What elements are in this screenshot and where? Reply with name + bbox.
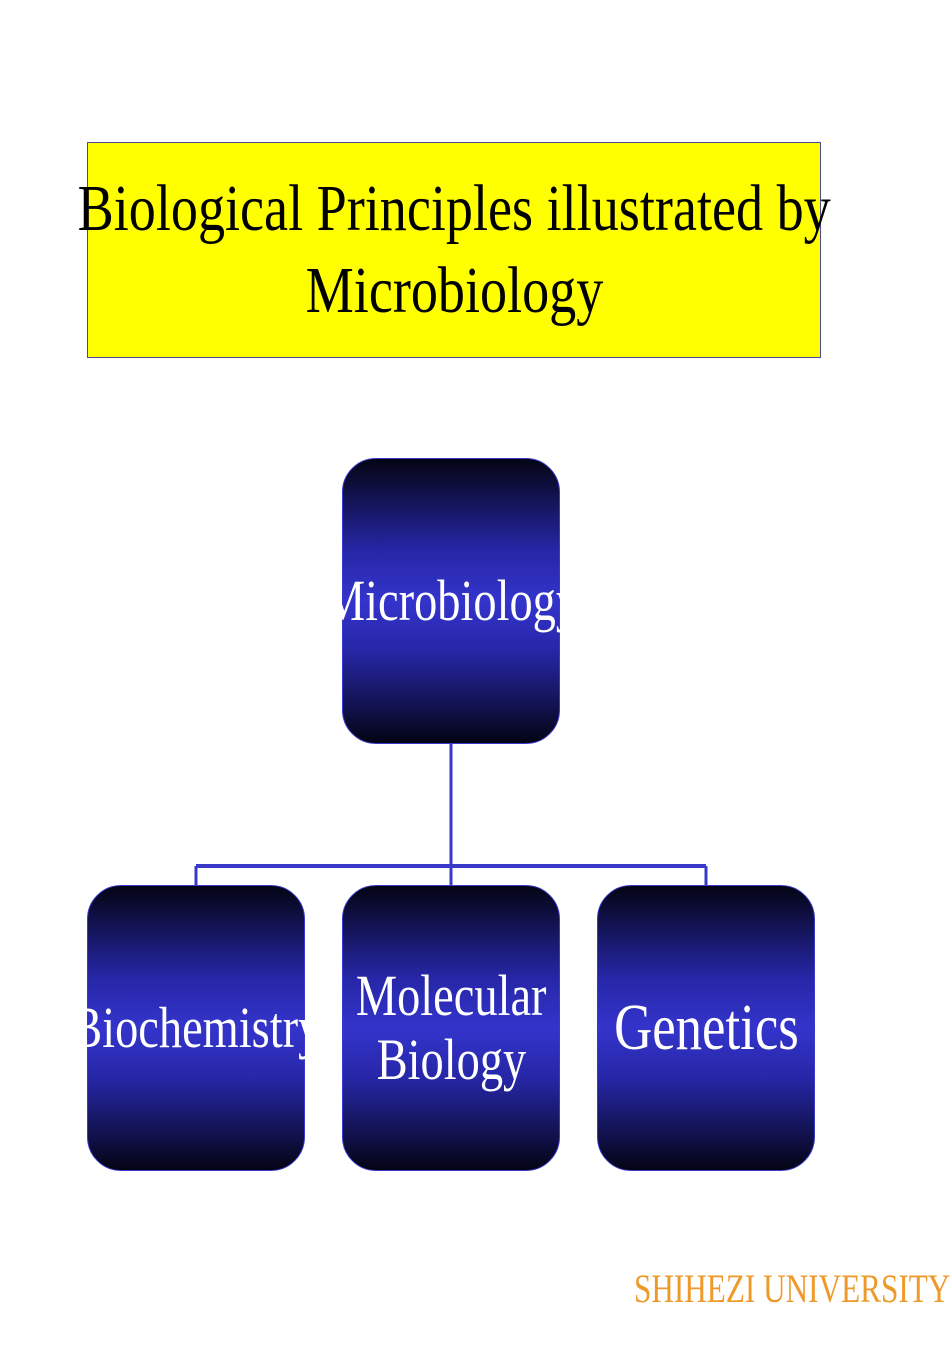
- title-line-2: Microbiology: [305, 254, 603, 327]
- node-microbiology: Microbiology: [323, 458, 579, 744]
- node-biochemistry: Biochemistry: [71, 885, 321, 1171]
- title-banner: Biological Principles illustrated by Mic…: [77, 142, 831, 358]
- node-molecular-biology-label-line-1: Molecular: [355, 963, 547, 1028]
- title-line-1: Biological Principles illustrated by: [77, 172, 831, 245]
- node-microbiology-label: Microbiology: [323, 568, 579, 633]
- node-molecular-biology-label-line-2: Biology: [376, 1027, 526, 1092]
- institution-footer: SHIHEZI UNIVERSITY: [634, 1266, 951, 1311]
- node-genetics: Genetics: [597, 885, 815, 1171]
- node-molecular-biology: Molecular Biology: [342, 885, 560, 1171]
- node-biochemistry-label: Biochemistry: [71, 995, 322, 1060]
- node-genetics-label: Genetics: [613, 991, 799, 1064]
